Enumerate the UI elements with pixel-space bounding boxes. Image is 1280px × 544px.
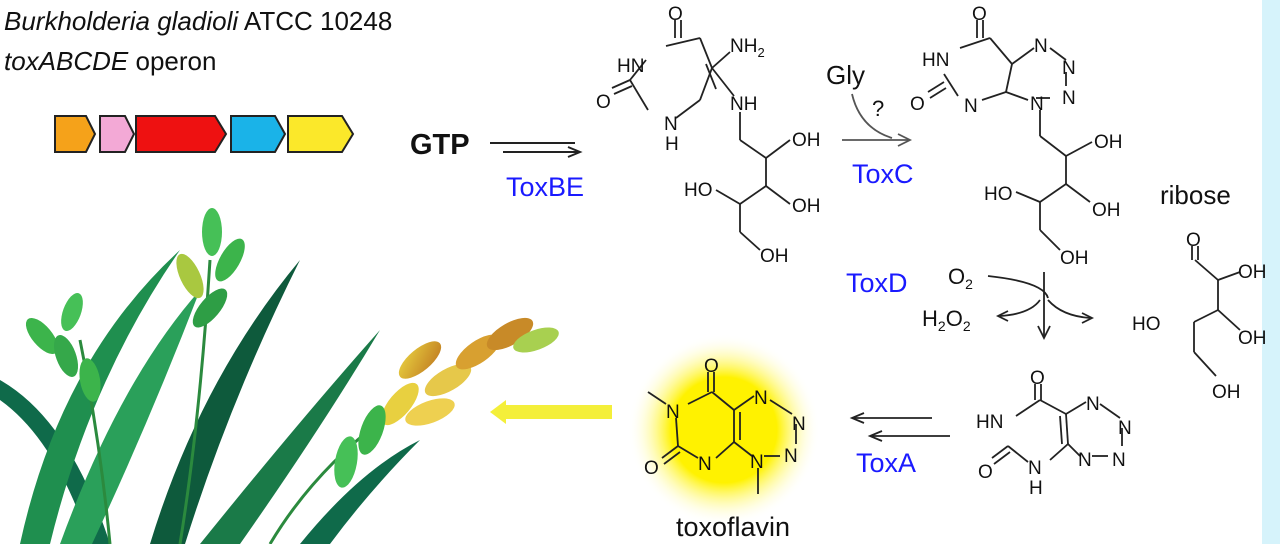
toxoflavin-highlight bbox=[628, 334, 820, 526]
h2o2-label: H2O2 bbox=[922, 306, 971, 334]
atom-n: N bbox=[1030, 94, 1044, 115]
atom-o: O bbox=[668, 4, 683, 25]
atom-o: O bbox=[1030, 368, 1045, 389]
atom-n: N bbox=[666, 402, 680, 423]
atom-oh: OH bbox=[1092, 200, 1121, 221]
atom-hn: HN bbox=[976, 412, 1003, 433]
atom-oh: OH bbox=[792, 130, 821, 151]
molecule-ribose: O OH HO OH OH bbox=[1132, 230, 1267, 403]
atom-o: O bbox=[596, 92, 611, 113]
enzyme-toxd: ToxD bbox=[846, 268, 908, 298]
arrow-toxa bbox=[849, 412, 950, 442]
atom-n: N bbox=[1118, 418, 1132, 439]
atom-o: O bbox=[1186, 230, 1201, 251]
atom-n: N bbox=[784, 446, 798, 467]
atom-oh: OH bbox=[1212, 382, 1241, 403]
enzyme-toxbe: ToxBE bbox=[506, 172, 584, 202]
yellow-arrow bbox=[490, 400, 612, 424]
operon-title: toxABCDE operon bbox=[4, 46, 216, 76]
atom-h: H bbox=[1029, 478, 1043, 499]
atom-n: N bbox=[1062, 58, 1076, 79]
molecule-toxoflavin: O N O N N N N N bbox=[644, 356, 806, 494]
atom-oh: OH bbox=[1094, 132, 1123, 153]
ribose-label: ribose bbox=[1160, 180, 1231, 210]
atom-n: N bbox=[964, 96, 978, 117]
equilibrium-arrow-toxbe bbox=[490, 142, 583, 158]
atom-o: O bbox=[910, 94, 925, 115]
toxoflavin-label: toxoflavin bbox=[676, 512, 790, 542]
atom-o: O bbox=[704, 356, 719, 377]
gene-arrow-toxE bbox=[287, 115, 355, 153]
atom-hn: HN bbox=[922, 50, 949, 71]
atom-n: N bbox=[750, 452, 764, 473]
molecule-intermediate-3: O HN O N H N N N N bbox=[976, 368, 1132, 499]
atom-h: H bbox=[665, 134, 679, 155]
arrow-toxd bbox=[987, 272, 1095, 341]
operon-genes-arrows bbox=[54, 115, 355, 153]
right-border bbox=[1262, 0, 1280, 544]
atom-ho: HO bbox=[684, 180, 713, 201]
molecule-intermediate-1: O HN O N H NH2 NH OH HO OH OH bbox=[596, 4, 821, 267]
atom-o: O bbox=[644, 458, 659, 479]
question-mark: ? bbox=[872, 96, 884, 121]
molecule-intermediate-2: O HN O N N N N N OH HO OH OH bbox=[910, 4, 1123, 269]
atom-oh: OH bbox=[1238, 328, 1267, 349]
atom-n: N bbox=[792, 414, 806, 435]
atom-ho: HO bbox=[984, 184, 1013, 205]
rice-plant-illustration bbox=[0, 208, 559, 544]
o2-label: O2 bbox=[948, 264, 973, 292]
atom-n: N bbox=[754, 388, 768, 409]
atom-oh: OH bbox=[1238, 262, 1267, 283]
gene-arrow-toxD bbox=[230, 115, 287, 153]
operon-word: operon bbox=[128, 46, 216, 76]
atom-hn: HN bbox=[617, 56, 644, 77]
enzyme-toxc: ToxC bbox=[852, 159, 914, 189]
gtp-label: GTP bbox=[410, 129, 470, 161]
atom-ho: HO bbox=[1132, 314, 1161, 335]
atom-oh: OH bbox=[760, 246, 789, 267]
atom-o: O bbox=[972, 4, 987, 25]
enzyme-toxa: ToxA bbox=[856, 448, 916, 478]
gene-arrow-toxB bbox=[99, 115, 136, 153]
atom-oh: OH bbox=[792, 196, 821, 217]
atom-nh2: NH2 bbox=[730, 36, 765, 60]
atom-n: N bbox=[1086, 394, 1100, 415]
operon-genes: toxABCDE bbox=[4, 46, 129, 76]
atom-n: N bbox=[664, 114, 678, 135]
gene-arrow-toxA bbox=[54, 115, 97, 153]
strain-name: ATCC 10248 bbox=[238, 6, 392, 36]
arrow-toxc bbox=[842, 93, 913, 147]
atom-n: N bbox=[1112, 450, 1126, 471]
atom-oh: OH bbox=[1060, 248, 1089, 269]
organism-title: Burkholderia gladioli ATCC 10248 bbox=[4, 6, 392, 36]
organism-name: Burkholderia gladioli bbox=[4, 6, 239, 36]
gene-arrow-toxC bbox=[135, 115, 228, 153]
gly-label: Gly bbox=[826, 60, 865, 90]
atom-n: N bbox=[1034, 36, 1048, 57]
atom-n: N bbox=[1062, 88, 1076, 109]
atom-n: N bbox=[1028, 458, 1042, 479]
atom-nh: NH bbox=[730, 94, 757, 115]
atom-n: N bbox=[698, 454, 712, 475]
atom-o: O bbox=[978, 462, 993, 483]
atom-n: N bbox=[1078, 450, 1092, 471]
